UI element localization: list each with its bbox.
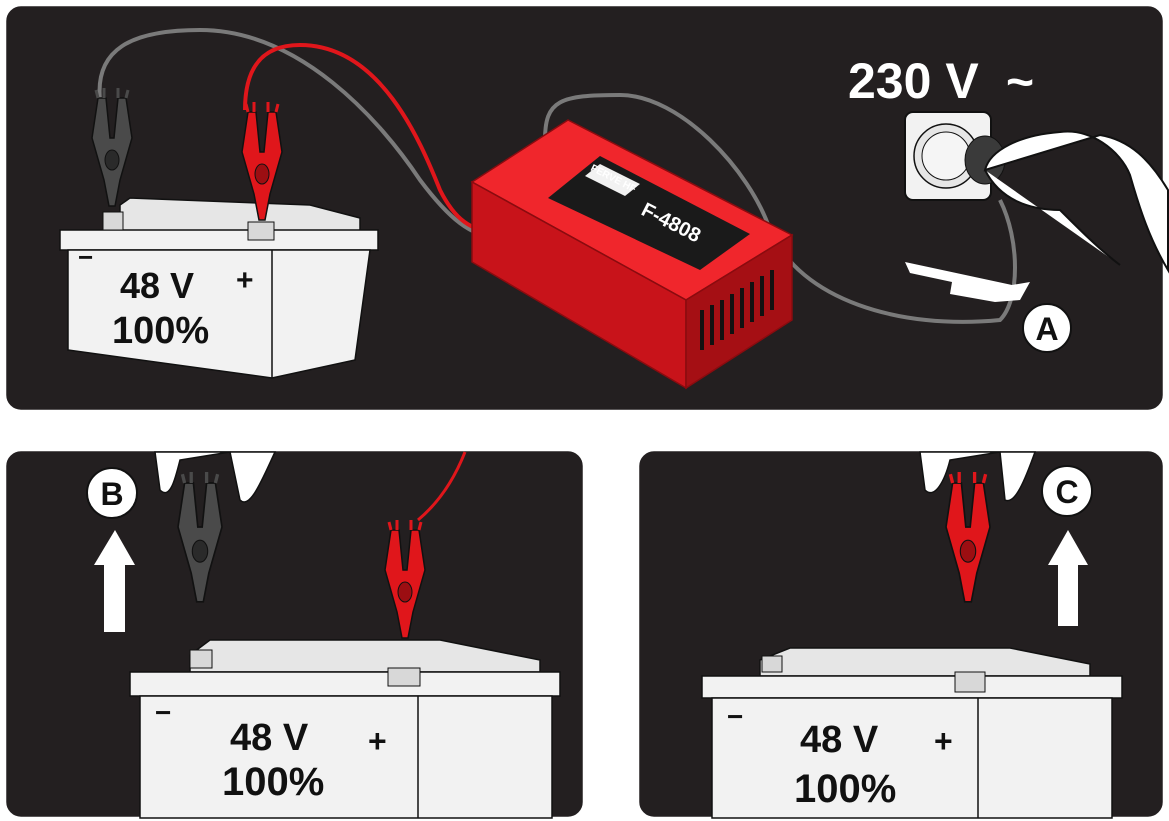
wall-outlet <box>904 111 1006 201</box>
hand-plugging <box>983 130 1169 274</box>
battery-a-positive: + <box>236 264 254 297</box>
battery-b <box>129 639 561 819</box>
mains-voltage: 230 V <box>848 53 979 109</box>
charger-unit <box>470 119 794 390</box>
step-a-label: A <box>1035 311 1058 347</box>
battery-a-voltage: 48 V <box>120 265 194 306</box>
battery-a-charge: 100% <box>112 310 209 352</box>
step-b-badge <box>86 467 138 519</box>
step-b-label: B <box>100 476 123 512</box>
battery-b-positive: + <box>368 723 387 759</box>
battery-b-voltage: 48 V <box>230 717 309 759</box>
battery-b-negative: − <box>155 697 171 728</box>
hand-c <box>919 451 1037 502</box>
battery-c-positive: + <box>934 723 953 759</box>
unplug-arrow <box>905 262 1030 302</box>
battery-top <box>59 197 379 379</box>
battery-c <box>701 647 1123 819</box>
battery-c-voltage: 48 V <box>800 719 879 761</box>
step-c-badge <box>1041 465 1093 517</box>
hand-b <box>154 451 277 503</box>
battery-c-charge: 100% <box>794 767 896 811</box>
ac-symbol: ~ <box>1006 56 1034 109</box>
lift-arrow-c <box>1048 530 1088 626</box>
battery-c-negative: − <box>727 701 743 732</box>
battery-a-negative: − <box>78 242 93 272</box>
negative-cable <box>97 27 501 242</box>
battery-b-charge: 100% <box>222 760 324 804</box>
step-a-badge <box>1022 303 1072 353</box>
lift-arrow-b <box>94 530 135 632</box>
positive-cable-b <box>417 451 467 522</box>
step-c-label: C <box>1055 474 1078 510</box>
positive-cable <box>243 42 501 237</box>
